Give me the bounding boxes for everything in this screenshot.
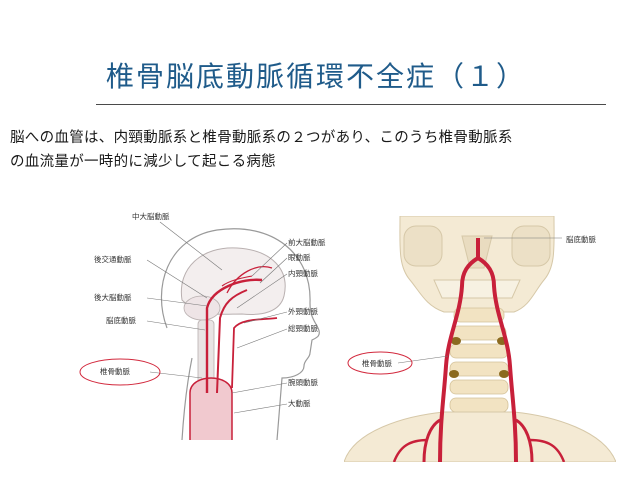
label-external-carotid-artery: 外頸動脈 bbox=[288, 307, 318, 316]
frontal-vertebral-artery-diagram: 脳底動脈 椎骨動脈 bbox=[343, 215, 617, 463]
sagittal-artery-diagram: 中大脳動脈 前大脳動脈 眼動脈 内頸動脈 後交通動脈 後大脳動脈 外頸動脈 脳底… bbox=[72, 208, 372, 441]
label-internal-carotid-artery: 内頸動脈 bbox=[288, 269, 318, 278]
label-posterior-cerebral-artery: 後大脳動脈 bbox=[94, 293, 132, 302]
label-anterior-cerebral-artery: 前大脳動脈 bbox=[288, 238, 326, 247]
sagittal-artery-illustration bbox=[79, 221, 320, 441]
label-posterior-communicating-artery: 後交通動脈 bbox=[94, 255, 132, 264]
label-basilar-artery-frontal: 脳底動脈 bbox=[566, 235, 596, 244]
title-divider bbox=[96, 104, 606, 105]
body-text-line-1: 脳への血管は、内頸動脈系と椎骨動脈系の２つがあり、このうち椎骨動脈系 bbox=[10, 130, 513, 146]
frontal-skull-illustration bbox=[343, 215, 617, 463]
label-aorta: 大動脈 bbox=[288, 399, 311, 408]
label-middle-cerebral-artery: 中大脳動脈 bbox=[132, 212, 170, 221]
label-vertebral-artery: 椎骨動脈 bbox=[100, 367, 130, 376]
label-vertebral-artery-frontal: 椎骨動脈 bbox=[362, 359, 392, 368]
body-text-line-2: の血流量が一時的に減少して起こる病態 bbox=[10, 154, 276, 170]
label-brachiocephalic-artery: 腕頭動脈 bbox=[288, 378, 318, 387]
label-ophthalmic-artery: 眼動脈 bbox=[288, 253, 311, 262]
label-basilar-artery: 脳底動脈 bbox=[106, 316, 136, 325]
label-common-carotid-artery: 総頸動脈 bbox=[288, 324, 318, 333]
slide-title: 椎骨脳底動脈循環不全症（１） bbox=[106, 60, 527, 93]
